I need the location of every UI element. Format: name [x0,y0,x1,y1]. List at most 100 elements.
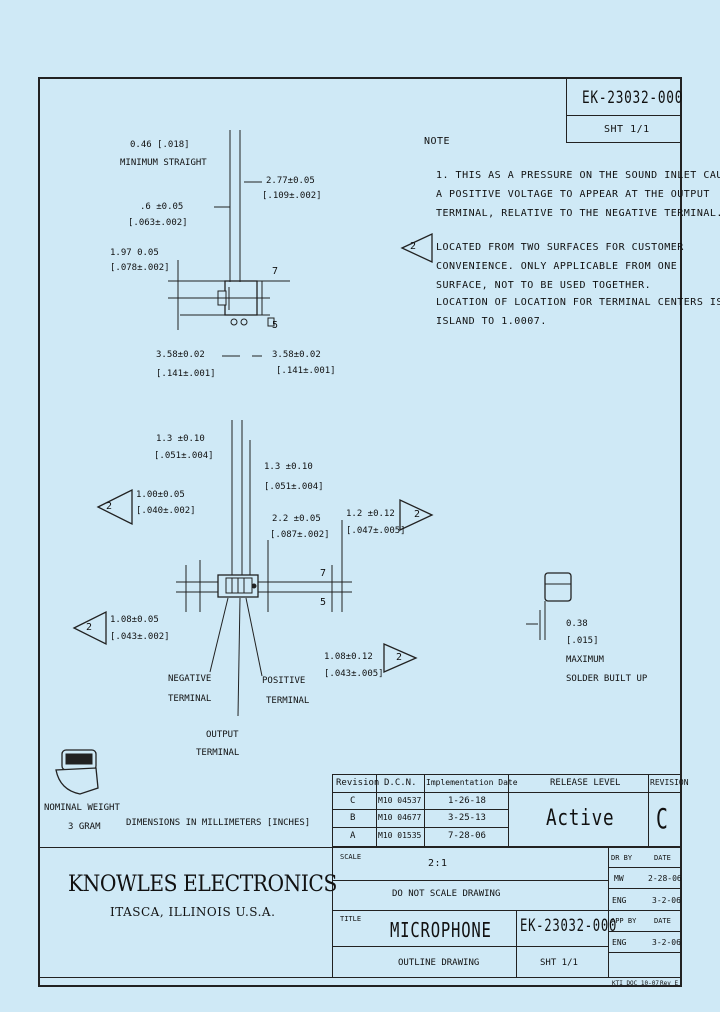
rev-row-3-date: 7-28-06 [448,831,486,841]
dim-top-6-b: [.141±.001] [276,366,336,376]
scale-value: 2:1 [428,858,448,869]
revision-value: C [656,802,669,835]
dim-top-4-a: 1.97 0.05 [110,248,159,258]
positive-terminal-b: TERMINAL [266,696,310,706]
drawing-title: MICROPHONE [390,918,492,942]
dim-mid-7-b: [.043±.005] [324,669,384,679]
drawing-border [38,77,682,987]
rev-row-3-rev: A [350,831,356,841]
header-sheet: SHT 1/1 [604,124,650,135]
dim-mid-mark-5: 5 [320,597,327,608]
dim-mid-7-a: 1.08±0.12 [324,652,373,662]
dim-top-mark-5: 5 [272,320,279,331]
title-label: TITLE [340,915,362,923]
footer-rev: Rev E [660,980,679,987]
rev-header-revision: Revision [336,778,380,788]
weight-b: 3 GRAM [68,822,101,832]
header-part-box [566,77,682,143]
dim-top-6-a: 3.58±0.02 [272,350,321,360]
release-level-label: RELEASE LEVEL [550,778,621,788]
rev-row-3-dcn: M10 01535 [378,831,422,840]
revision-label: REVISION [650,778,689,787]
negative-terminal-b: TERMINAL [168,694,212,704]
dim-top-3-b: [.063±.002] [128,218,188,228]
release-level-value: Active [546,806,615,831]
header-part-number: EK-23032-000 [582,88,684,108]
dim-top-1-b: MINIMUM STRAIGHT [120,158,207,168]
positive-terminal-a: POSITIVE [262,676,306,686]
output-terminal-a: OUTPUT [206,730,239,740]
rev-row-2-dcn: M10 04677 [378,813,422,822]
sign-role-2: MW [614,874,624,883]
sign-date-5: 3-2-06 [652,938,681,947]
title-sheet: SHT 1/1 [540,958,578,968]
dim-top-2-b: [.109±.002] [262,191,322,201]
company-location: ITASCA, ILLINOIS U.S.A. [110,905,276,919]
rev-row-1-dcn: M10 04537 [378,796,422,805]
footer-doc: KTI DOC 10-07 [612,980,659,987]
note-1-line-1: 1. THIS AS A PRESSURE ON THE SOUND INLET… [436,170,720,181]
rev-row-1-date: 1-26-18 [448,796,486,806]
dim-mid-6-b: [.043±.002] [110,632,170,642]
sign-role-4: APP BY [611,917,637,925]
drawing-subtitle: OUTLINE DRAWING [398,958,480,968]
note-2-line-3: SURFACE, NOT TO BE USED TOGETHER. [436,280,652,291]
notes-title: NOTE [424,136,451,147]
dim-mid-7-marker: 2 [396,652,403,663]
dim-top-5-b: [.141±.001] [156,369,216,379]
sign-role-1: DR BY [611,854,633,862]
revision-table [332,774,682,847]
dim-mid-5-b: [.047±.005] [346,526,406,536]
dim-top-3-a: .6 ±0.05 [140,202,184,212]
title-part-number: EK-23032-000 [520,916,618,936]
note-1-line-3: TERMINAL, RELATIVE TO THE NEGATIVE TERMI… [436,208,720,219]
sign-date-3: 3-2-06 [652,896,681,905]
note-2-line-1: LOCATED FROM TWO SURFACES FOR CUSTOMER [436,242,684,253]
no-scale-note: DO NOT SCALE DRAWING [392,889,501,899]
dim-mid-5-a: 1.2 ±0.12 [346,509,395,519]
dim-mid-3-b: [.040±.002] [136,506,196,516]
dim-mid-5-marker: 2 [414,509,421,520]
dim-mid-4-b: [.087±.002] [270,530,330,540]
sign-role-5: ENG [612,938,627,947]
weight-a: NOMINAL WEIGHT [44,803,120,813]
note-2-line-5: ISLAND TO 1.0007. [436,316,547,327]
side-dim-3: MAXIMUM [566,655,604,665]
rev-row-2-date: 3-25-13 [448,813,486,823]
scale-label: SCALE [340,853,362,861]
dim-mid-6-marker: 2 [86,622,93,633]
dim-mid-1-b: [.051±.004] [154,451,214,461]
dim-top-mark-7: 7 [272,266,279,277]
side-dim-2: [.015] [566,636,599,646]
rev-header-date: Implementation Date [426,778,518,787]
note-2-line-4: LOCATION OF LOCATION FOR TERMINAL CENTER… [436,297,720,308]
dim-mid-2-a: 1.3 ±0.10 [264,462,313,472]
dim-top-2-a: 2.77±0.05 [266,176,315,186]
note-2-marker: 2 [410,241,417,252]
units-note: DIMENSIONS IN MILLIMETERS [INCHES] [126,818,311,828]
dim-mid-2-b: [.051±.004] [264,482,324,492]
rev-row-1-rev: C [350,796,356,806]
sign-date-4: DATE [654,917,671,925]
dim-top-4-b: [.078±.002] [110,263,170,273]
dim-mid-4-a: 2.2 ±0.05 [272,514,321,524]
output-terminal-b: TERMINAL [196,748,240,758]
rev-row-2-rev: B [350,813,356,823]
rev-header-dcn: D.C.N. [384,778,417,788]
dim-mid-3-a: 1.00±0.05 [136,490,185,500]
dim-mid-3-marker: 2 [106,501,113,512]
dim-top-5-a: 3.58±0.02 [156,350,205,360]
sign-date-2: 2-28-06 [648,874,682,883]
dim-mid-mark-7: 7 [320,568,327,579]
negative-terminal-a: NEGATIVE [168,674,212,684]
note-1-line-2: A POSITIVE VOLTAGE TO APPEAR AT THE OUTP… [436,189,710,200]
note-2-line-2: CONVENIENCE. ONLY APPLICABLE FROM ONE [436,261,678,272]
dim-top-1-a: 0.46 [.018] [130,140,190,150]
dim-mid-6-a: 1.08±0.05 [110,615,159,625]
sign-date-1: DATE [654,854,671,862]
sign-role-3: ENG [612,896,627,905]
dim-mid-1-a: 1.3 ±0.10 [156,434,205,444]
company-name: KNOWLES ELECTRONICS [68,872,337,897]
side-dim-1: 0.38 [566,619,588,629]
